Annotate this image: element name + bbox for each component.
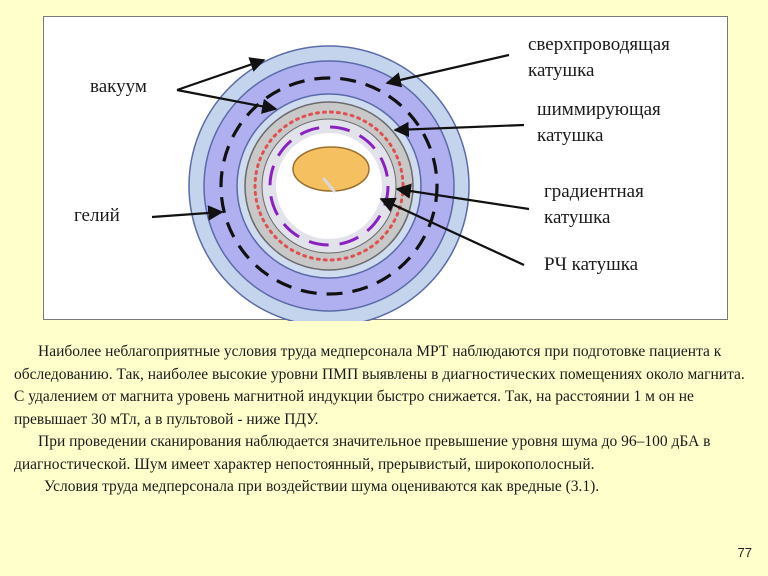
patient-ellipse: [292, 146, 370, 192]
arrow-helium: [151, 205, 224, 221]
label-rf-coil: РЧ катушка: [544, 254, 639, 275]
label-gradient-coil-line1: градиентная: [544, 181, 644, 202]
superconducting-coil-dashes: [219, 76, 439, 296]
label-superconducting-coil-line2: катушка: [528, 60, 595, 81]
paragraph-1: Наиболее неблагоприятные условия труда м…: [14, 343, 745, 428]
label-helium: гелий: [74, 205, 120, 226]
label-superconducting-coil-line1: сверхпроводящая: [528, 34, 670, 55]
arrow-shim: [393, 121, 525, 138]
arrow-vacuum-inner: [176, 88, 278, 114]
magnet-cross-section: [151, 45, 530, 321]
label-vacuum: вакуум: [90, 76, 147, 97]
arrow-superconducting: [385, 53, 510, 88]
label-gradient-coil-line2: катушка: [544, 207, 611, 228]
label-shim-coil-line2: катушка: [537, 125, 604, 146]
arrow-rf: [379, 197, 525, 266]
arrow-gradient: [395, 183, 530, 211]
patient-marker: [322, 177, 336, 193]
gradient-coil-dashes: [268, 125, 390, 247]
label-shim-coil-line1: шиммирующая: [537, 99, 661, 120]
body-text: Наиболее неблагоприятные условия труда м…: [14, 341, 759, 499]
page-number: 77: [737, 545, 752, 560]
paragraph-3: Условия труда медперсонала при воздейств…: [44, 478, 600, 495]
mri-magnet-diagram: вакуум гелий сверхпроводящая катушка шим…: [43, 16, 728, 321]
arrow-vacuum-outer: [176, 57, 266, 92]
paragraph-2: При проведении сканирования наблюдается …: [14, 433, 711, 473]
